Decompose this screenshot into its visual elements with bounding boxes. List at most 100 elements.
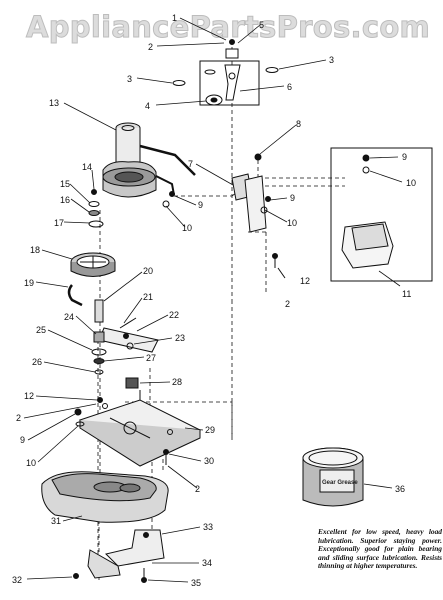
callout-8: 8 [296, 119, 301, 129]
cover-11-top [351, 223, 389, 251]
callout-13: 13 [49, 98, 59, 108]
lubricant-can-36 [302, 447, 364, 507]
nut-9d [74, 408, 82, 416]
clip-3-left [172, 80, 186, 86]
foot-plate [87, 549, 121, 579]
callout-32: 32 [12, 575, 22, 585]
callout-3-left: 3 [127, 74, 132, 84]
washer-15 [88, 201, 100, 207]
callout-33: 33 [203, 522, 213, 532]
callout-20: 20 [143, 266, 153, 276]
nut-14 [91, 189, 97, 195]
callout-27: 27 [146, 353, 156, 363]
washer-25 [91, 348, 107, 356]
rivet-23 [126, 342, 134, 350]
nut-9 [265, 196, 271, 202]
callout-28: 28 [172, 377, 182, 387]
screw-12b [97, 397, 103, 403]
lubricant-note: Excellent for low speed, heavy load lubr… [318, 527, 442, 571]
callout-29: 29 [205, 425, 215, 435]
gear-case-31 [41, 471, 169, 523]
callout-10-bracket: 10 [287, 218, 297, 228]
callout-31: 31 [51, 516, 61, 526]
callout-17: 17 [54, 218, 64, 228]
washer-10c [362, 166, 370, 174]
screw-30 [163, 449, 169, 455]
screw-8 [254, 153, 262, 161]
can-label-text: Gear Grease [322, 480, 358, 486]
callout-2-bracket: 2 [285, 299, 290, 309]
callout-12-lower: 12 [24, 391, 34, 401]
washer-10b [162, 200, 170, 208]
nut-27 [93, 358, 105, 364]
mounting-plate-29 [78, 390, 202, 467]
callout-7: 7 [188, 159, 193, 169]
screw-32 [73, 573, 79, 579]
pulley-18 [70, 252, 116, 277]
callout-10-lower: 10 [26, 458, 36, 468]
callout-9-pump: 9 [198, 200, 203, 210]
washer-4-hole [210, 97, 218, 103]
callout-11: 11 [402, 289, 411, 299]
bracket-bolt [228, 72, 236, 80]
callout-10-pump: 10 [182, 223, 192, 233]
rivet-21 [123, 333, 129, 339]
callout-23: 23 [175, 333, 185, 343]
callout-1: 1 [172, 13, 177, 23]
bushing-17 [88, 220, 104, 228]
cover-box-frame [330, 147, 433, 282]
callout-35: 35 [191, 578, 201, 588]
coupling-24 [93, 331, 105, 343]
washer-10d [75, 421, 85, 427]
callout-19: 19 [24, 278, 34, 288]
callout-14: 14 [82, 162, 92, 172]
clip-33 [143, 532, 149, 538]
callout-3-right: 3 [329, 55, 334, 65]
callout-18: 18 [30, 245, 40, 255]
callout-2-plate: 2 [195, 484, 200, 494]
callout-26: 26 [32, 357, 42, 367]
washer-10 [260, 206, 268, 214]
callout-21: 21 [143, 292, 153, 302]
callout-2-lower: 2 [16, 413, 21, 423]
callout-16: 16 [60, 195, 70, 205]
callout-30: 30 [204, 456, 214, 466]
callout-36: 36 [395, 484, 405, 494]
callout-9-box: 9 [402, 152, 407, 162]
callout-15: 15 [60, 179, 70, 189]
lever-arm-21 [119, 317, 137, 329]
screw-35 [141, 577, 147, 583]
screw-2-line [277, 267, 286, 279]
callout-10-box: 10 [406, 178, 416, 188]
clip-right [265, 67, 279, 73]
callout-9-bracket: 9 [290, 193, 295, 203]
screw-1 [229, 39, 235, 45]
callout-9-lower: 9 [20, 435, 25, 445]
spring-20 [94, 299, 104, 323]
bracket-arm [224, 64, 241, 101]
callout-34: 34 [202, 558, 212, 568]
nut-9b [169, 191, 175, 197]
washer-4 [205, 94, 223, 106]
hose-19 [67, 284, 83, 307]
bracket-plate [244, 175, 267, 233]
bracket-mount-plate [199, 60, 260, 106]
callout-2: 2 [148, 42, 153, 52]
callout-22: 22 [169, 310, 179, 320]
washer-26 [94, 369, 104, 375]
callout-12-bracket: 12 [300, 276, 310, 286]
washer-16 [88, 210, 100, 216]
callout-5: 5 [259, 20, 264, 30]
callout-4: 4 [145, 101, 150, 111]
screw-5 [225, 48, 239, 59]
nut-9c [362, 154, 370, 162]
callout-25: 25 [36, 325, 46, 335]
callout-6: 6 [287, 82, 292, 92]
block-28 [125, 377, 139, 389]
watermark: AppliancePartsPros.com [26, 10, 431, 45]
clip-left [204, 69, 216, 75]
mounting-foot-33 [105, 529, 165, 567]
callout-24: 24 [64, 312, 74, 322]
leader-lines [23, 17, 403, 583]
